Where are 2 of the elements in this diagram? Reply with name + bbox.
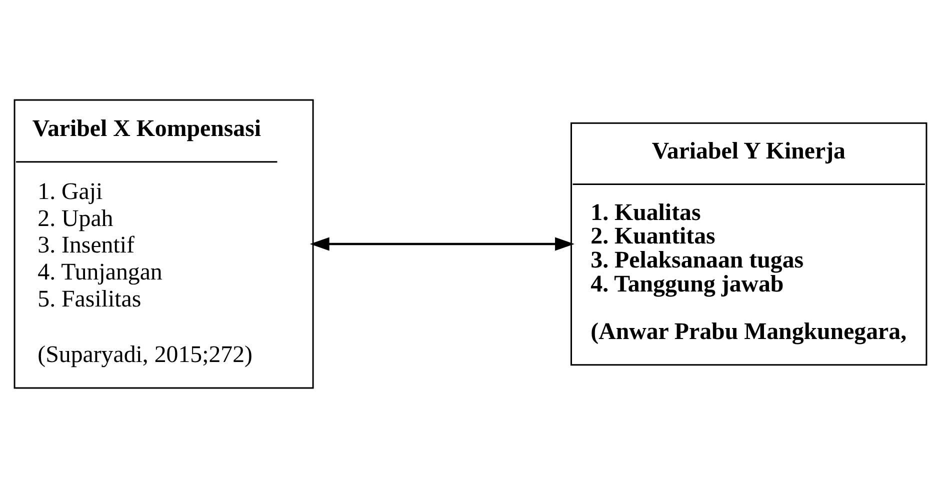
arrow xyxy=(310,236,574,250)
node-box: Varibel X Kompensasi 1. Gaji 2. Upah 3. Insentif 4. Tunjangan 5. Fasilitas (Suparyadi, 2015;272) xyxy=(14,98,314,388)
